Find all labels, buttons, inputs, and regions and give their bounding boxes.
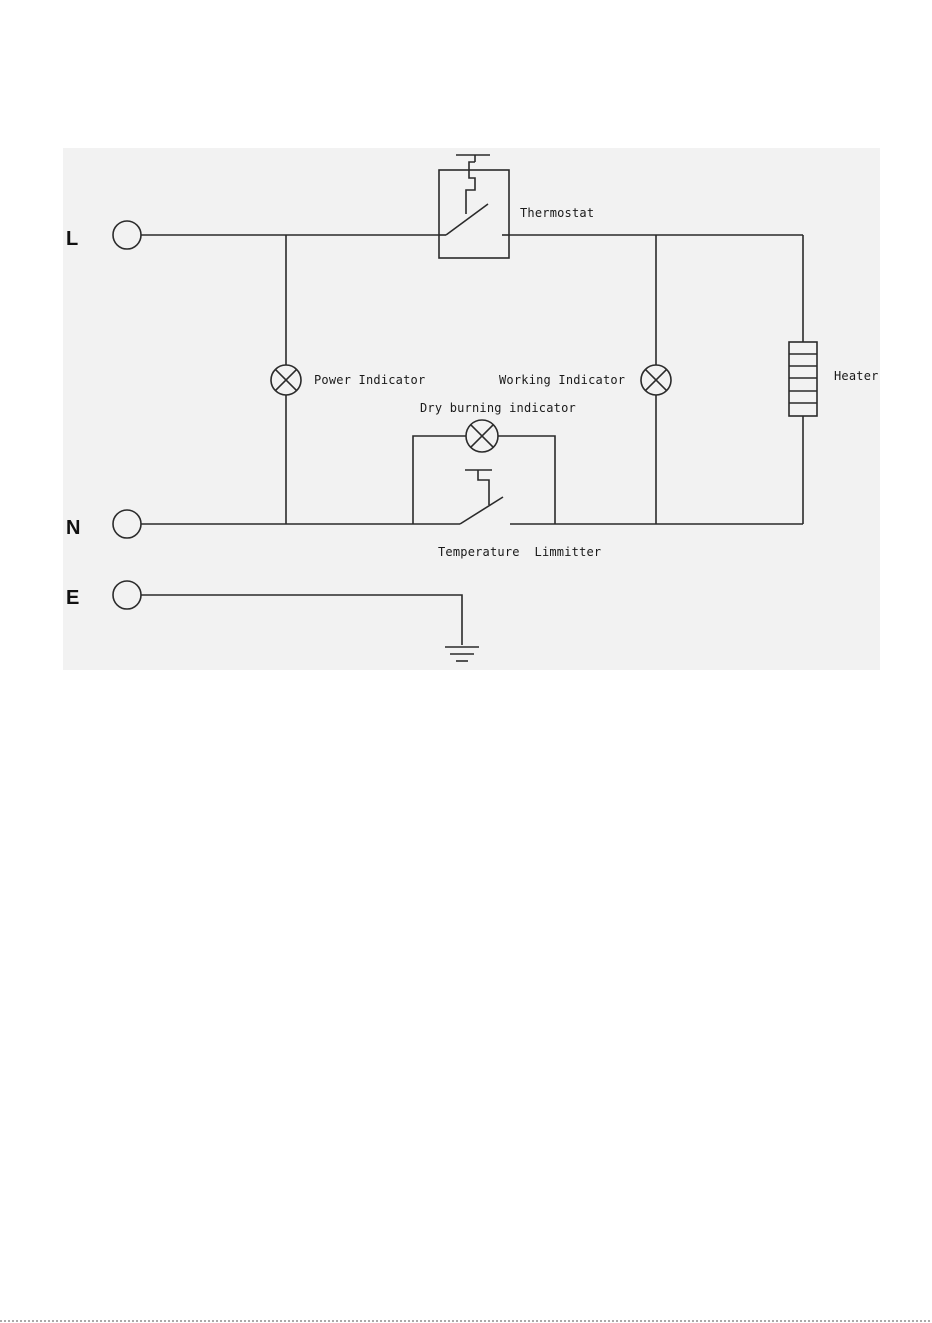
power-indicator-label: Power Indicator <box>314 373 425 387</box>
thermostat-label: Thermostat <box>520 206 594 220</box>
temperature-limiter-label: Temperature Limmitter <box>438 545 601 559</box>
terminal-label-e: E <box>66 587 79 609</box>
terminal-label-n: N <box>66 517 80 539</box>
heater-label: Heater <box>834 369 879 383</box>
dry-burning-indicator-label: Dry burning indicator <box>420 401 576 415</box>
working-indicator-label: Working Indicator <box>499 373 625 387</box>
terminal-label-l: L <box>66 228 78 250</box>
